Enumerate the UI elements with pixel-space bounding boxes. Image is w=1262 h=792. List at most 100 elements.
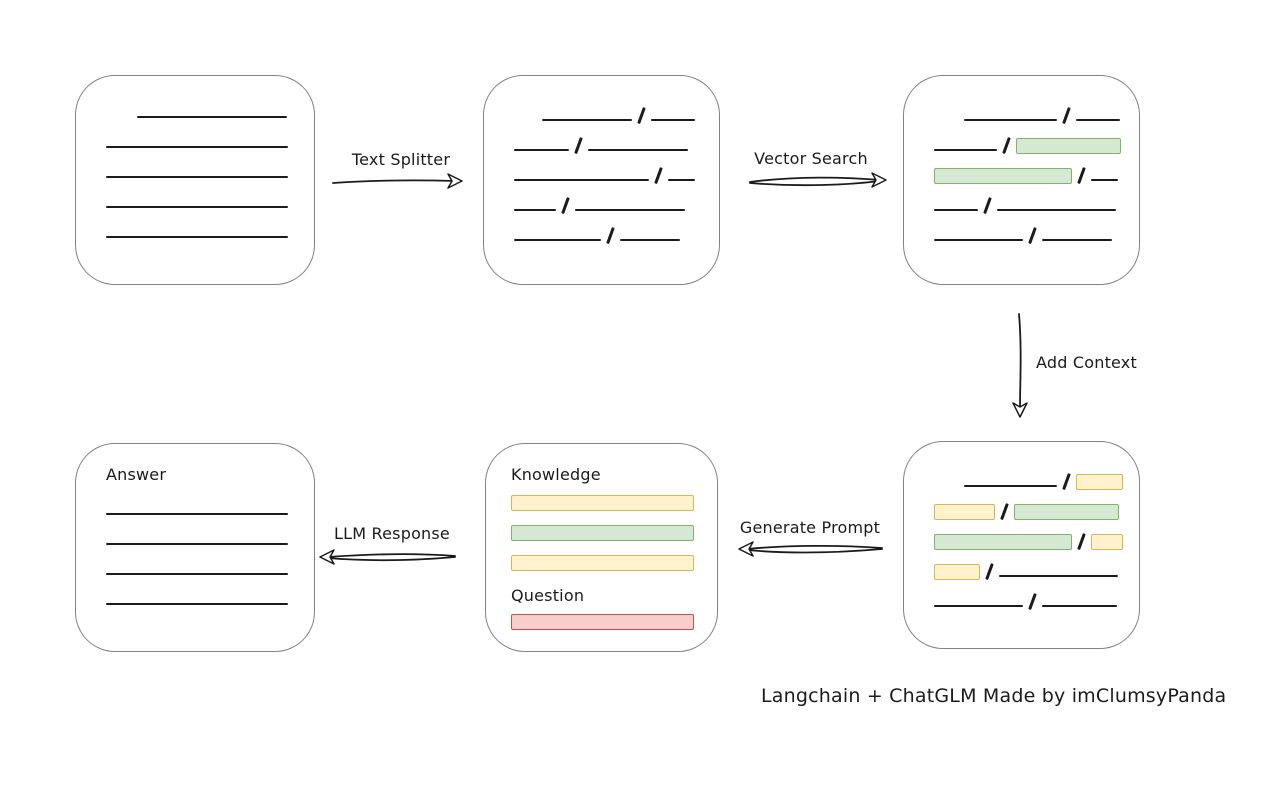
green-chunk [1015, 138, 1121, 154]
text-line [650, 119, 695, 121]
knowledge-label: Knowledge [511, 465, 601, 484]
chunk-row [106, 560, 314, 578]
matched-chunks-lines [904, 76, 1139, 244]
text-line [934, 605, 1023, 607]
slash-separator [1002, 137, 1011, 154]
slash-separator [985, 563, 994, 580]
chunk-row [964, 472, 1139, 490]
text-line [996, 209, 1116, 211]
context-chunks-box [903, 441, 1140, 649]
text-line [542, 119, 632, 121]
slash-separator [1077, 167, 1086, 184]
chunk-row [514, 136, 719, 154]
text-line [1075, 119, 1120, 121]
text-line [667, 179, 695, 181]
chunk-row [934, 502, 1139, 520]
text-line [1041, 605, 1117, 607]
green-chunk [934, 534, 1072, 550]
context-chunks-lines [904, 442, 1139, 610]
slash-separator [1077, 533, 1086, 550]
yellow-chunk [1090, 534, 1123, 550]
matched-chunks-box [903, 75, 1140, 285]
text-line [934, 209, 978, 211]
add-context-arrow [1012, 313, 1028, 418]
red-chunk [511, 614, 694, 630]
text-line [106, 573, 288, 575]
text-line [106, 146, 288, 148]
chunk-row [934, 166, 1139, 184]
slash-separator [983, 197, 992, 214]
text-line [619, 239, 680, 241]
chunk-row [514, 166, 719, 184]
chunks-lines [484, 76, 719, 244]
slash-separator [1000, 503, 1009, 520]
text-line [514, 239, 601, 241]
chunk-row [106, 133, 314, 151]
text-line [514, 209, 556, 211]
green-chunk [1013, 504, 1119, 520]
vector-search-arrow [749, 172, 887, 188]
chunk-row [934, 136, 1139, 154]
slash-separator [637, 107, 646, 124]
chunk-row [511, 614, 717, 630]
chunk-row [934, 532, 1139, 550]
text-line [1041, 239, 1112, 241]
text-line [1090, 179, 1118, 181]
text-line [137, 116, 287, 118]
yellow-chunk [1075, 474, 1123, 490]
vector-search-label: Vector Search [754, 149, 868, 168]
text-line [964, 119, 1057, 121]
text-splitter-label: Text Splitter [351, 150, 451, 169]
slash-separator [1028, 593, 1037, 610]
slash-separator [574, 137, 583, 154]
knowledge-bars [511, 495, 717, 571]
text-line [587, 149, 688, 151]
yellow-chunk [511, 555, 694, 571]
green-chunk [934, 168, 1072, 184]
yellow-chunk [934, 504, 995, 520]
text-splitter-arrow [332, 173, 463, 189]
generate-prompt-label: Generate Prompt [739, 518, 881, 537]
text-line [934, 239, 1023, 241]
question-bar [511, 614, 717, 630]
text-line [934, 149, 997, 151]
answer-lines [106, 500, 314, 608]
slash-separator [1062, 473, 1071, 490]
chunk-row [514, 226, 719, 244]
question-label: Question [511, 586, 585, 605]
chunk-row [137, 103, 314, 121]
chunk-row [106, 590, 314, 608]
chunks-box [483, 75, 720, 285]
chunk-row [106, 163, 314, 181]
chunk-row [106, 193, 314, 211]
generate-prompt-arrow [738, 541, 883, 557]
slash-separator [561, 197, 570, 214]
text-line [964, 485, 1057, 487]
slash-separator [606, 227, 615, 244]
slash-separator [1062, 107, 1071, 124]
chunk-row [542, 106, 719, 124]
text-line [998, 575, 1118, 577]
yellow-chunk [934, 564, 980, 580]
prompt-box: Knowledge Question [485, 443, 718, 652]
slash-separator [1028, 227, 1037, 244]
green-chunk [511, 525, 694, 541]
slash-separator [654, 167, 663, 184]
chunk-row [514, 196, 719, 214]
credit-caption: Langchain + ChatGLM Made by imClumsyPand… [761, 685, 1227, 707]
text-line [106, 236, 288, 238]
chunk-row [106, 530, 314, 548]
llm-response-label: LLM Response [334, 524, 450, 543]
chunk-row [511, 555, 717, 571]
text-line [106, 603, 288, 605]
document-lines [76, 76, 314, 241]
add-context-label: Add Context [1036, 353, 1137, 372]
text-line [106, 206, 288, 208]
text-line [574, 209, 685, 211]
chunk-row [511, 495, 717, 511]
chunk-row [934, 562, 1139, 580]
answer-label: Answer [106, 465, 167, 484]
chunk-row [106, 223, 314, 241]
chunk-row [511, 525, 717, 541]
